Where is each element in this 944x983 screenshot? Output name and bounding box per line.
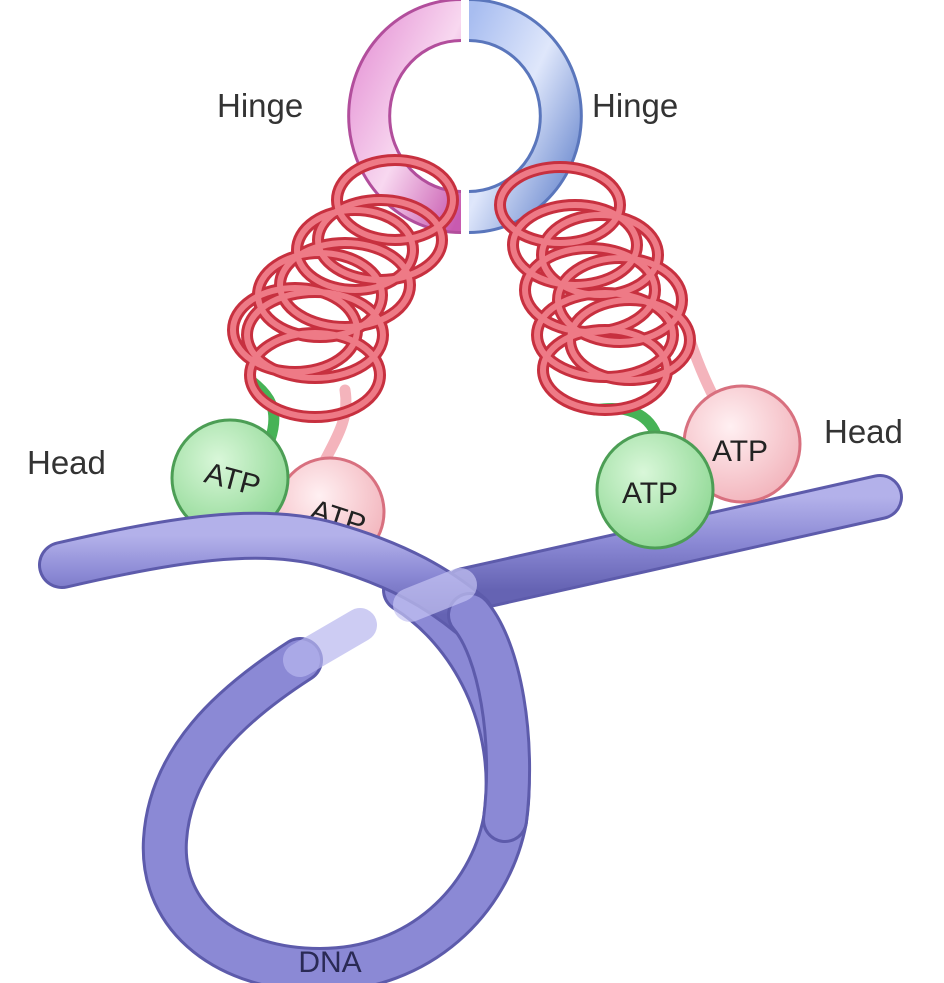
hinge-right-label: Hinge xyxy=(592,87,678,124)
head-left-label: Head xyxy=(27,444,106,481)
head-right-label: Head xyxy=(824,413,903,450)
dna-label: DNA xyxy=(298,946,361,979)
right-pink-atp-label: ATP xyxy=(712,435,768,468)
hinge-left-label: Hinge xyxy=(217,87,303,124)
hinge-gap xyxy=(461,0,469,230)
right-green-atp-label: ATP xyxy=(622,477,678,510)
